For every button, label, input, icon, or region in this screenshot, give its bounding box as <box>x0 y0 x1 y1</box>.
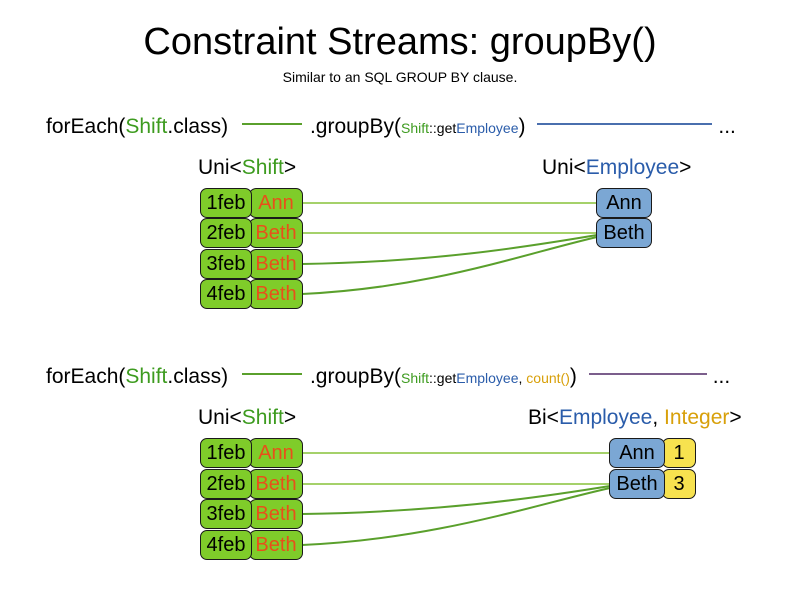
left-type-generic-2: Shift <box>241 406 284 429</box>
group-by-arg-prop: Employee <box>456 120 519 136</box>
ellipsis-2: ... <box>712 365 731 388</box>
right-type-suffix-1: > <box>679 156 692 179</box>
page-subtitle: Similar to an SQL GROUP BY clause. <box>282 69 518 85</box>
group-by-keyword: .groupBy( <box>309 115 401 138</box>
right-type-generic-2: Employee <box>558 406 653 429</box>
link-s2-4feb-beth <box>301 487 611 546</box>
left-type-generic-1: Shift <box>241 156 284 179</box>
right-type-generic-1: Employee <box>585 156 680 179</box>
left-type-label-2: Uni<Shift> <box>198 405 296 431</box>
for-each-suffix: .class) <box>167 365 229 388</box>
left-type-prefix-2: Uni< <box>198 406 242 429</box>
employee-count-node[interactable]: Beth 3 <box>609 469 696 499</box>
group-by-keyword: .groupBy( <box>309 365 401 388</box>
shift-node[interactable]: 2feb Beth <box>200 469 303 499</box>
group-by-suffix: ) <box>518 115 526 138</box>
group-by-arg-comma: , <box>518 370 527 386</box>
employee-node[interactable]: Ann <box>596 188 652 218</box>
employee-name: Ann <box>596 188 652 218</box>
code-line-section-2: forEach(Shift.class) .groupBy(Shift::get… <box>46 364 776 390</box>
right-type-prefix-2: Bi< <box>528 406 559 429</box>
shift-employee: Beth <box>249 499 303 529</box>
shift-employee: Beth <box>249 469 303 499</box>
right-type-label-2: Bi<Employee, Integer> <box>528 405 742 431</box>
connector-purple-2 <box>588 373 707 376</box>
ellipsis-1: ... <box>718 115 736 138</box>
group-by-arg-sep: ::get <box>429 120 457 136</box>
link-s1-4feb-beth <box>301 236 598 295</box>
right-type-prefix-1: Uni< <box>542 156 586 179</box>
shift-employee: Ann <box>249 438 303 468</box>
employee-count: 3 <box>662 469 696 499</box>
employee-node[interactable]: Beth <box>596 218 652 248</box>
for-each-keyword: forEach( <box>46 365 126 388</box>
for-each-type: Shift <box>125 115 168 138</box>
shift-date: 1feb <box>200 438 252 468</box>
group-by-arg-prop: Employee <box>456 370 519 386</box>
group-by-suffix: ) <box>569 365 577 388</box>
shift-employee: Beth <box>249 218 303 248</box>
for-each-type: Shift <box>125 365 168 388</box>
link-s1-3feb-beth <box>301 234 598 265</box>
connector-green-2 <box>241 373 302 376</box>
shift-node[interactable]: 4feb Beth <box>200 279 303 309</box>
employee-count: 1 <box>662 438 696 468</box>
group-by-arg-sep: ::get <box>429 370 457 386</box>
left-type-prefix-1: Uni< <box>198 156 242 179</box>
shift-employee: Beth <box>249 530 303 560</box>
shift-date: 2feb <box>200 218 252 248</box>
left-type-suffix-1: > <box>283 156 297 179</box>
shift-employee: Beth <box>249 279 303 309</box>
left-type-label-1: Uni<Shift> <box>198 155 296 181</box>
employee-name: Beth <box>609 469 665 499</box>
group-by-arg-class: Shift <box>400 120 429 136</box>
shift-employee: Ann <box>249 188 303 218</box>
right-type-comma-2: , <box>652 406 664 429</box>
shift-node[interactable]: 2feb Beth <box>200 218 303 248</box>
shift-date: 3feb <box>200 499 252 529</box>
connector-blue-1 <box>537 123 713 126</box>
shift-date: 1feb <box>200 188 252 218</box>
group-by-arg-class: Shift <box>400 370 429 386</box>
employee-name: Beth <box>596 218 652 248</box>
page-title: Constraint Streams: groupBy() <box>143 21 657 63</box>
link-s2-3feb-beth <box>301 485 611 515</box>
right-type-suffix-2: > <box>729 406 742 429</box>
shift-node[interactable]: 4feb Beth <box>200 530 303 560</box>
shift-employee: Beth <box>249 249 303 279</box>
employee-count-node[interactable]: Ann 1 <box>609 438 696 468</box>
code-line-section-1: forEach(Shift.class) .groupBy(Shift::get… <box>46 114 776 140</box>
shift-node[interactable]: 1feb Ann <box>200 188 303 218</box>
shift-node[interactable]: 3feb Beth <box>200 249 303 279</box>
shift-date: 2feb <box>200 469 252 499</box>
employee-name: Ann <box>609 438 665 468</box>
for-each-suffix: .class) <box>167 115 229 138</box>
right-type-label-1: Uni<Employee> <box>542 155 691 181</box>
connector-green-1 <box>241 123 302 126</box>
for-each-keyword: forEach( <box>46 115 126 138</box>
shift-date: 3feb <box>200 249 252 279</box>
shift-node[interactable]: 1feb Ann <box>200 438 303 468</box>
shift-node[interactable]: 3feb Beth <box>200 499 303 529</box>
right-type-generic2-2: Integer <box>664 406 730 429</box>
shift-date: 4feb <box>200 279 252 309</box>
group-by-arg-collector: count() <box>526 370 570 386</box>
left-type-suffix-2: > <box>283 406 297 429</box>
shift-date: 4feb <box>200 530 252 560</box>
